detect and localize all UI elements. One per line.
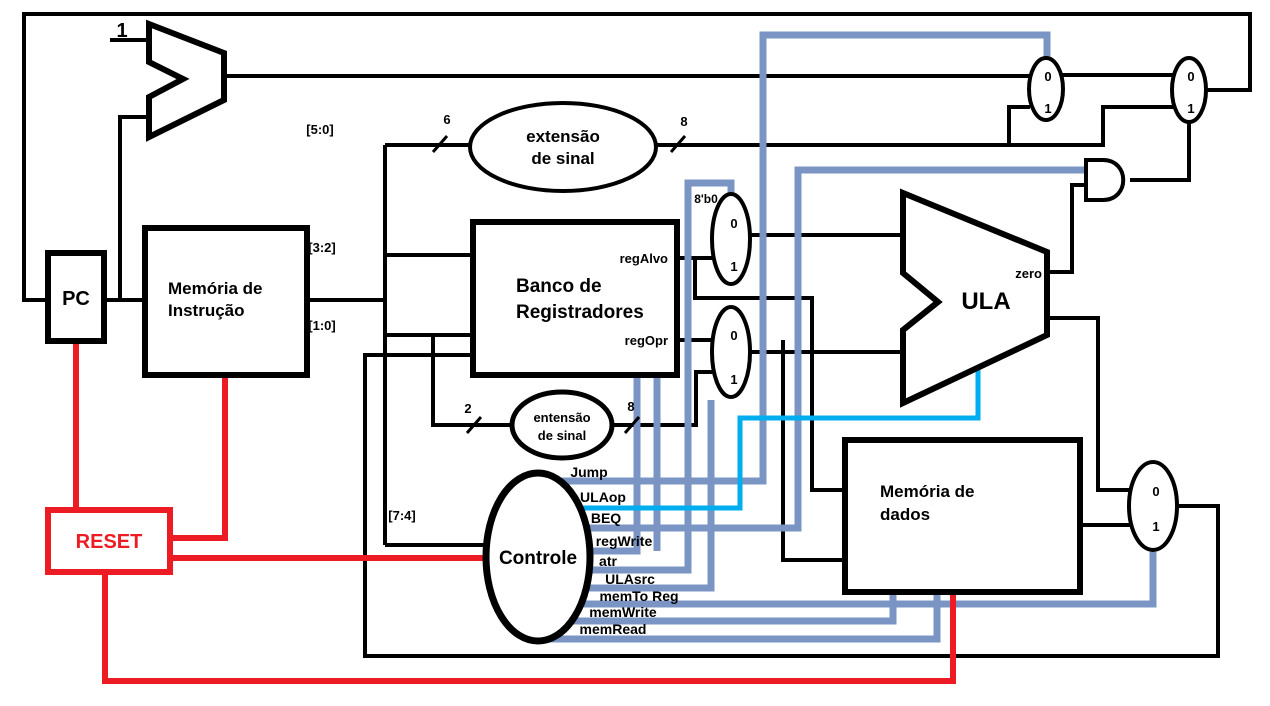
mux-regopr-0: 0 <box>730 328 737 343</box>
wire-and-to-muxbranch <box>1130 122 1191 182</box>
data-wires <box>22 12 1252 658</box>
signal-beq: BEQ <box>591 510 621 526</box>
wire-ulaop <box>548 368 981 511</box>
bits74-label: [7:4] <box>388 508 415 523</box>
wire-writeback <box>363 353 1220 658</box>
wire-bits10-to-smallext <box>431 335 512 427</box>
mux-regopr-1: 1 <box>730 372 737 387</box>
control-wires <box>530 31 1157 643</box>
mux-jump-0: 0 <box>1044 69 1051 84</box>
wire-immediate-to-muxjump <box>1007 105 1030 145</box>
sign-extend-top <box>468 101 658 193</box>
extin-width-label: 6 <box>443 112 450 127</box>
mux-regalvo-0: 0 <box>730 216 737 231</box>
alu-label: ULA <box>961 288 1010 315</box>
mux-const-label: 8'b0 <box>694 192 718 206</box>
mux-branch <box>1170 56 1208 124</box>
control-unit <box>482 469 594 645</box>
slash-ext-in <box>431 135 449 153</box>
alu <box>900 188 1050 408</box>
mux-branch-0: 0 <box>1187 69 1194 84</box>
mux-memtoreg <box>1127 460 1179 552</box>
data-memory <box>842 437 1083 595</box>
instrmem-label-1: Memória de <box>168 279 262 298</box>
signal-regwrite: regWrite <box>596 533 653 549</box>
signal-ulasrc: ULAsrc <box>605 571 655 587</box>
instrmem-label-2: Instrução <box>168 301 245 320</box>
bits10-label: [1:0] <box>308 318 335 333</box>
wire-pc-feedback-loop <box>22 12 1252 302</box>
signal-ulaop: ULAop <box>580 489 626 505</box>
register-bank <box>470 219 680 378</box>
wire-ula-output <box>1047 316 1130 492</box>
signal-memtoreg: memTo Reg <box>599 588 678 604</box>
alu-zero-label: zero <box>1015 266 1042 281</box>
sign-extend-small <box>509 389 615 461</box>
regalvo-port-label: regAlvo <box>620 251 668 266</box>
wire-reset-to-instrmem <box>170 375 228 541</box>
bits50-label: [5:0] <box>306 122 333 137</box>
signext-top-label-1: extensão <box>526 127 600 146</box>
wire-atr <box>552 179 735 574</box>
wire-memtoreg <box>545 552 1157 608</box>
signext-small-label-1: entensão <box>533 410 590 425</box>
wire-regalvo-to-datamem <box>693 258 845 492</box>
smallout-width-label: 8 <box>627 399 634 414</box>
datamem-label-2: dados <box>880 505 930 524</box>
control-label: Controle <box>499 548 577 569</box>
mux-memtoreg-1: 1 <box>1152 519 1159 534</box>
datamem-label-1: Memória de <box>880 482 974 501</box>
wire-reset-to-datamem <box>102 572 956 684</box>
extout-width-label: 8 <box>680 114 687 129</box>
mux-branch-1: 1 <box>1187 101 1194 116</box>
wire-regopr-to-datamem <box>781 340 845 562</box>
reset-label: RESET <box>76 531 143 553</box>
slash-small-in <box>465 416 483 434</box>
regbank-label-2: Registradores <box>516 302 644 323</box>
regbank-label-1: Banco de <box>516 276 602 297</box>
reset-wires <box>73 341 956 684</box>
wire-memwrite <box>538 594 897 625</box>
mux-regopr <box>710 305 752 399</box>
reset-box <box>45 507 173 575</box>
wire-signext-output <box>655 105 1173 147</box>
mux-regalvo <box>710 192 752 286</box>
wire-memread <box>530 594 941 643</box>
smallin-width-label: 2 <box>464 401 471 416</box>
mux-regalvo-1: 1 <box>730 259 737 274</box>
signal-atr: atr <box>599 553 617 569</box>
mux-memtoreg-0: 0 <box>1152 484 1159 499</box>
wire-beq <box>550 166 1087 532</box>
wire-pc-to-adder <box>118 115 149 300</box>
wire-ulasrc <box>550 400 715 592</box>
regopr-port-label: regOpr <box>625 333 668 348</box>
bus-width-slashes <box>431 135 687 434</box>
wire-ula-zero-to-and <box>1047 183 1086 274</box>
mux-io-labels: 0 1 0 1 0 1 0 1 0 1 <box>730 69 1194 534</box>
signext-small-label-2: de sinal <box>538 428 586 443</box>
signal-memread: memRead <box>580 621 647 637</box>
mux-jump <box>1027 56 1065 122</box>
bits32-label: [3:2] <box>308 240 335 255</box>
slash-small-out <box>623 416 641 434</box>
instruction-memory <box>142 225 310 378</box>
signal-jump: Jump <box>570 464 607 480</box>
signal-memwrite: memWrite <box>589 604 657 620</box>
pc-adder <box>146 19 227 142</box>
pc-register <box>45 250 107 344</box>
signext-top-label-2: de sinal <box>531 149 594 168</box>
pc-label: PC <box>62 288 90 310</box>
adder-const-label: 1 <box>116 20 127 42</box>
slash-ext-out <box>669 135 687 153</box>
and-gate <box>1084 158 1126 202</box>
mux-jump-1: 1 <box>1044 101 1051 116</box>
